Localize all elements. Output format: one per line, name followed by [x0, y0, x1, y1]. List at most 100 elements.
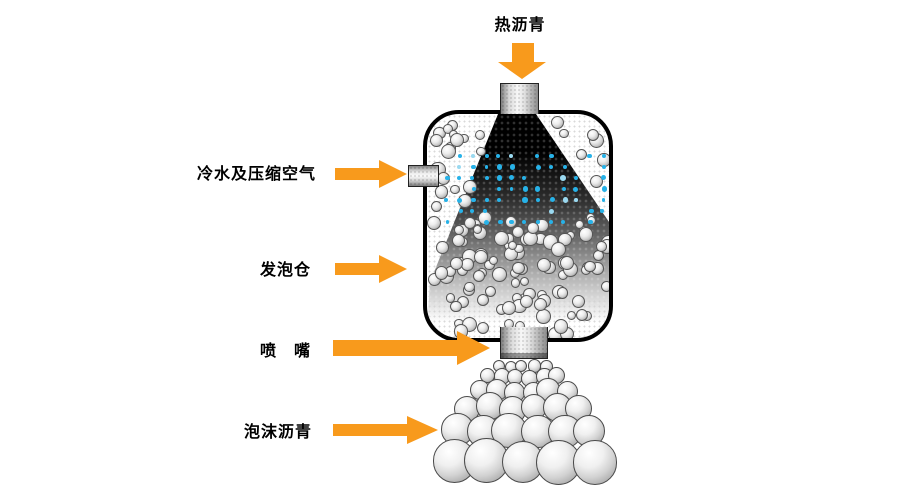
foam-bubble	[548, 414, 582, 449]
foam-bubble	[521, 414, 555, 449]
spray-dot	[522, 197, 528, 203]
bubble	[587, 129, 600, 142]
spray-dot	[562, 186, 567, 191]
foam-bubble	[515, 359, 528, 373]
bubble	[492, 267, 508, 282]
spray-dot	[600, 209, 604, 213]
foam-bubble	[540, 360, 553, 373]
bubble	[550, 116, 565, 130]
spray-dot	[549, 164, 554, 170]
bubble	[560, 255, 575, 270]
foaming-chamber-arrow-icon	[335, 255, 407, 283]
spray-dot	[456, 175, 462, 181]
bubble	[590, 175, 604, 189]
bubble	[434, 185, 449, 199]
bubble	[477, 321, 490, 334]
spray-dot	[521, 219, 527, 225]
bubble	[464, 281, 475, 292]
bubble	[450, 301, 462, 313]
spray-dot	[521, 175, 527, 181]
spray-dot	[458, 209, 463, 213]
foam-bubble	[432, 439, 477, 483]
spray-dot	[601, 186, 607, 192]
spray-dot	[602, 198, 606, 202]
spray-dot	[509, 187, 514, 191]
bubble	[440, 143, 457, 159]
bubble	[559, 128, 569, 139]
bubble	[512, 261, 525, 275]
bubble	[431, 201, 443, 213]
foam-bubble	[573, 415, 606, 447]
foam-bubble	[492, 359, 506, 373]
spray-dot	[496, 197, 502, 203]
foam-bubble	[536, 368, 553, 385]
foamed-asphalt-label: 泡沫沥青	[244, 422, 313, 441]
bubble	[450, 184, 460, 194]
foam-bubble	[469, 379, 491, 401]
foam-bubble	[528, 359, 542, 373]
foam-bubble	[498, 396, 527, 424]
bubble	[527, 222, 539, 234]
spray-dot	[549, 219, 554, 224]
foam-bubble	[502, 440, 545, 484]
foam-bubble	[485, 379, 509, 402]
foam-bubble	[547, 366, 565, 384]
spray-dot	[471, 164, 476, 170]
spray-dot	[496, 154, 501, 158]
bubble	[488, 256, 498, 266]
foam-bubble	[476, 392, 504, 421]
bubble	[572, 294, 586, 308]
bubble	[476, 294, 490, 307]
spray-dot	[471, 197, 476, 203]
bubble	[551, 241, 567, 257]
spray-dot	[469, 208, 474, 214]
spray-dot	[444, 198, 449, 202]
spray-dot	[549, 153, 554, 159]
spray-dot	[560, 219, 566, 225]
bubble	[520, 294, 534, 308]
bubble	[450, 132, 465, 147]
spray-dot	[484, 165, 489, 169]
bubble	[584, 260, 597, 273]
bubble	[451, 233, 466, 247]
spray-dot	[601, 165, 606, 169]
foam-bubble	[453, 395, 481, 423]
spray-dot	[589, 208, 594, 214]
spray-dot	[445, 175, 450, 181]
cold-water-air-arrow-icon	[335, 160, 407, 188]
bubble	[442, 123, 454, 135]
water-air-inlet-pipe	[408, 165, 439, 187]
bubble	[427, 215, 441, 230]
foam-bubble	[491, 412, 527, 449]
spray-dot	[497, 219, 503, 225]
bubble	[436, 241, 449, 254]
spray-dot	[509, 154, 514, 158]
foam-bubble	[520, 369, 539, 387]
hot-asphalt-inlet-pipe	[500, 83, 539, 114]
foam-bubble	[536, 377, 560, 401]
spray-dot	[573, 186, 579, 192]
spray-dot	[483, 209, 487, 213]
foam-bubble	[505, 361, 518, 374]
spray-dot	[484, 219, 490, 225]
spray-dot	[588, 219, 594, 225]
foam-bubble	[557, 380, 579, 402]
spray-dot	[573, 175, 579, 181]
spray-dot	[562, 165, 567, 169]
foam-bubble	[506, 369, 523, 386]
bubble	[501, 301, 516, 316]
bubble	[575, 308, 589, 322]
foam-bubble	[522, 381, 545, 403]
foam-bubble	[441, 413, 474, 446]
bubble	[472, 270, 485, 283]
bubble	[578, 227, 593, 242]
bubble	[533, 297, 548, 311]
spray-dot	[509, 219, 514, 225]
bubble	[450, 256, 464, 270]
spray-dot	[548, 208, 554, 214]
spray-dot	[471, 154, 476, 158]
foam-bubble	[572, 440, 617, 485]
bubble	[461, 258, 474, 271]
bubble	[553, 319, 569, 334]
